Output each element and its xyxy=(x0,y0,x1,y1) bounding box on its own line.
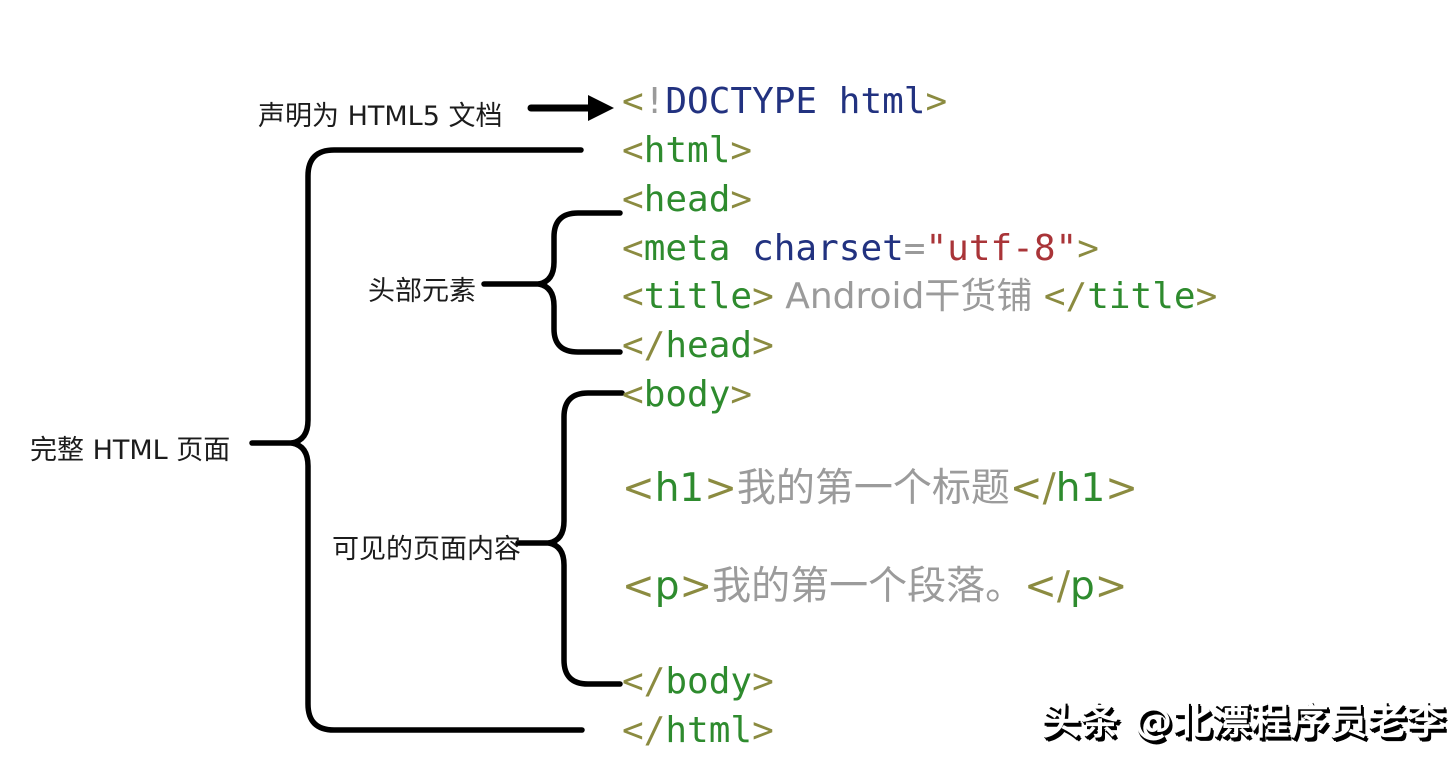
annotation-body: 可见的页面内容 xyxy=(332,534,521,565)
code-token-bracket: < xyxy=(622,130,644,171)
code-line-body-open: <body> xyxy=(622,375,752,415)
code-token-tag: html xyxy=(665,710,753,751)
code-token-bracket: < xyxy=(622,466,655,511)
code-token-bracket: > xyxy=(1195,276,1218,317)
code-line-body-close: </body> xyxy=(622,662,774,702)
brace-head-section xyxy=(536,210,623,355)
code-line-title: <title> Android干货铺 </title> xyxy=(622,277,1217,317)
code-line-head-open: <head> xyxy=(622,180,752,220)
code-token-bracket: > xyxy=(730,130,753,171)
code-line-html-open: <html> xyxy=(622,131,752,171)
code-token-text: Android干货铺 xyxy=(773,276,1044,317)
code-token-bracket: > xyxy=(730,179,753,220)
code-token-attr: charset xyxy=(752,228,904,269)
code-token-punct: = xyxy=(903,228,926,269)
code-token-bracket: </ xyxy=(622,710,666,751)
code-token-text: 我的第一个标题 xyxy=(736,466,1010,511)
code-token-bracket: </ xyxy=(1009,466,1056,511)
code-token-bracket: > xyxy=(1077,228,1099,269)
code-token-tag: p xyxy=(1069,564,1095,609)
code-token-tag: p xyxy=(654,564,680,609)
code-token-tag: body xyxy=(665,661,753,702)
code-token-tag: title xyxy=(643,276,753,317)
annotation-full-page: 完整 HTML 页面 xyxy=(30,435,231,466)
code-line-html-close: </html> xyxy=(622,711,774,751)
code-token-bracket: </ xyxy=(622,325,666,366)
code-token-bracket: > xyxy=(1094,564,1128,609)
watermark-credit: 头条 @北漂程序员老李 xyxy=(1042,699,1447,743)
code-token-tag: head xyxy=(665,325,753,366)
code-line-h1: <h1>我的第一个标题</h1> xyxy=(622,466,1138,511)
code-token-tag: body xyxy=(643,374,731,415)
brace-body-section xyxy=(546,390,625,687)
code-token-tag: title xyxy=(1087,276,1196,317)
code-token-decl: DOCTYPE html xyxy=(665,81,926,122)
code-line-meta: <meta charset="utf-8"> xyxy=(622,229,1099,269)
brace-full-page xyxy=(289,147,585,733)
code-line-p: <p>我的第一个段落。</p> xyxy=(622,564,1128,609)
code-token-tag: h1 xyxy=(654,466,705,511)
code-token-bracket: </ xyxy=(1024,564,1070,609)
code-token-val: "utf-8" xyxy=(925,228,1078,269)
arrow-doctype-head xyxy=(588,95,614,121)
code-token-tag: html xyxy=(643,130,731,171)
code-token-punct: ! xyxy=(643,81,666,122)
code-token-bracket: </ xyxy=(1043,276,1088,317)
code-token-bracket: > xyxy=(679,564,713,609)
code-token-bracket: < xyxy=(622,374,644,415)
code-token-bracket: > xyxy=(752,276,774,317)
code-token-tag: head xyxy=(643,179,731,220)
code-token-bracket: < xyxy=(622,81,644,122)
code-line-doctype: <!DOCTYPE html> xyxy=(622,82,947,122)
code-token-tag: meta xyxy=(643,228,731,269)
code-token-plain xyxy=(730,228,752,269)
code-token-bracket: > xyxy=(730,374,753,415)
code-token-bracket: > xyxy=(925,81,948,122)
code-token-bracket: < xyxy=(622,276,644,317)
code-token-bracket: < xyxy=(622,564,655,609)
code-token-bracket: </ xyxy=(622,661,666,702)
code-token-text: 我的第一个段落。 xyxy=(712,564,1025,609)
code-token-tag: h1 xyxy=(1055,466,1106,511)
code-token-bracket: > xyxy=(752,710,774,751)
code-token-bracket: > xyxy=(1105,466,1138,511)
code-token-bracket: > xyxy=(752,661,774,702)
annotation-doctype: 声明为 HTML5 文档 xyxy=(258,101,503,132)
code-line-head-close: </head> xyxy=(622,326,774,366)
code-token-bracket: > xyxy=(704,466,737,511)
code-token-bracket: < xyxy=(622,179,644,220)
code-token-bracket: < xyxy=(622,228,644,269)
annotation-head: 头部元素 xyxy=(368,276,476,307)
code-token-bracket: > xyxy=(752,325,774,366)
